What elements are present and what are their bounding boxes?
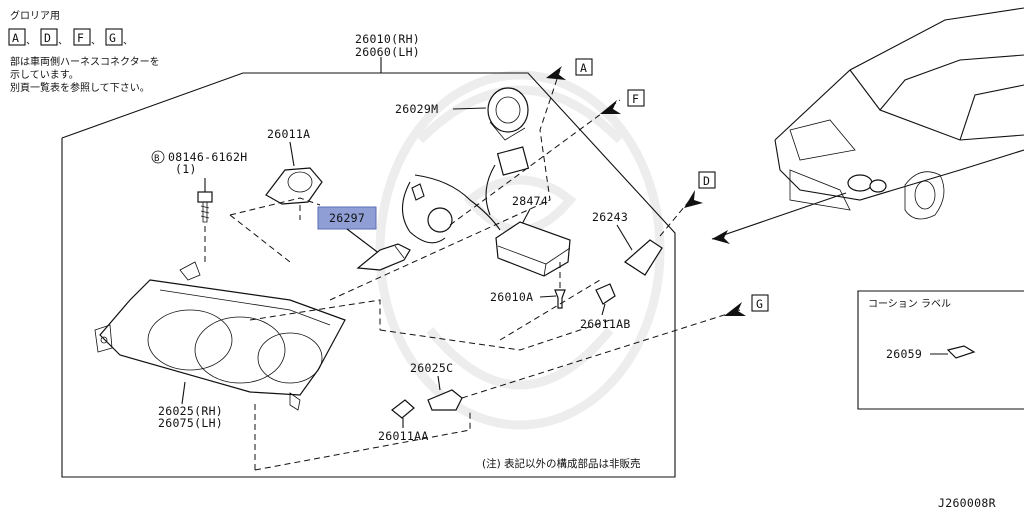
label-26025c: 26025C: [410, 361, 453, 375]
label-26025: 26025(RH): [158, 404, 223, 418]
connector-g: G: [724, 294, 769, 316]
connector-f: F: [600, 89, 645, 114]
assembly-guides: [229, 69, 621, 471]
bolt-id: B: [154, 154, 159, 164]
label-28474: 28474: [512, 194, 548, 208]
note-line1: グロリア用: [10, 9, 60, 22]
label-26011a: 26011A: [267, 127, 310, 141]
note-box-g: G: [109, 31, 116, 45]
svg-text:、: 、: [58, 36, 68, 47]
label-26243: 26243: [592, 210, 628, 224]
assembly-lh-label: 26060(LH): [355, 45, 420, 59]
note-box-f: F: [77, 31, 84, 45]
connector-g-label: G: [756, 297, 763, 311]
note-line2: 部は車両側ハーネスコネクターを: [10, 55, 160, 68]
note-box-d: D: [44, 31, 51, 45]
assembly-frame: 26010(RH) 26060(LH): [61, 32, 676, 478]
label-26011aa: 26011AA: [378, 429, 429, 443]
label-26011ab: 26011AB: [580, 317, 631, 331]
bulb-26011a: 26011A: [265, 127, 323, 220]
note-line3: 示しています。: [10, 69, 79, 81]
note-box-a: A: [12, 31, 19, 45]
svg-text:、: 、: [91, 36, 101, 47]
connector-a: A: [546, 58, 593, 80]
label-26059: 26059: [886, 347, 922, 361]
label-bolt-qty: (1): [175, 162, 197, 176]
connector-f-label: F: [632, 92, 639, 106]
label-bolt: 08146-6162H: [168, 150, 247, 164]
connector-d-label: D: [703, 174, 710, 188]
bolt-part: B 08146-6162H (1): [151, 150, 247, 262]
screw-26010a: 26010A: [490, 262, 566, 309]
footnote: (注) 表記以外の構成部品は非販売: [482, 457, 641, 470]
diagram-id: J260008R: [938, 496, 996, 510]
bulb-26011ab: 26011AB: [580, 283, 631, 331]
caution-label-box: コーション ラベル 26059: [857, 290, 1024, 410]
label-26075: 26075(LH): [158, 416, 223, 430]
car-illustration: [711, 7, 1024, 244]
cap-26029m: 26029M: [395, 87, 530, 244]
connector-d: D: [684, 171, 716, 208]
socket-26243: 26243: [592, 199, 691, 276]
connector-a-label: A: [580, 61, 587, 75]
assembly-rh-label: 26010(RH): [355, 32, 420, 46]
svg-text:、: 、: [123, 36, 133, 47]
ballast-28474: 28474: [495, 194, 571, 277]
note-line4: 別頁一覧表を参照して下さい。: [10, 81, 150, 94]
caution-title: コーション ラベル: [868, 298, 951, 310]
label-26029m: 26029M: [395, 102, 438, 116]
bulb-26297[interactable]: 26297: [317, 206, 411, 271]
sidemarker-26025c: 26025C 26011AA: [378, 309, 741, 443]
label-26010a: 26010A: [490, 290, 533, 304]
headlamp-housing: 26025(RH) 26075(LH): [94, 261, 346, 430]
harness-note: グロリア用 A 、 D 、 F 、 G 、 部は車両側ハーネスコネクターを 示し…: [8, 9, 160, 94]
label-26297: 26297: [329, 211, 365, 225]
note-sep: 、: [26, 36, 36, 47]
